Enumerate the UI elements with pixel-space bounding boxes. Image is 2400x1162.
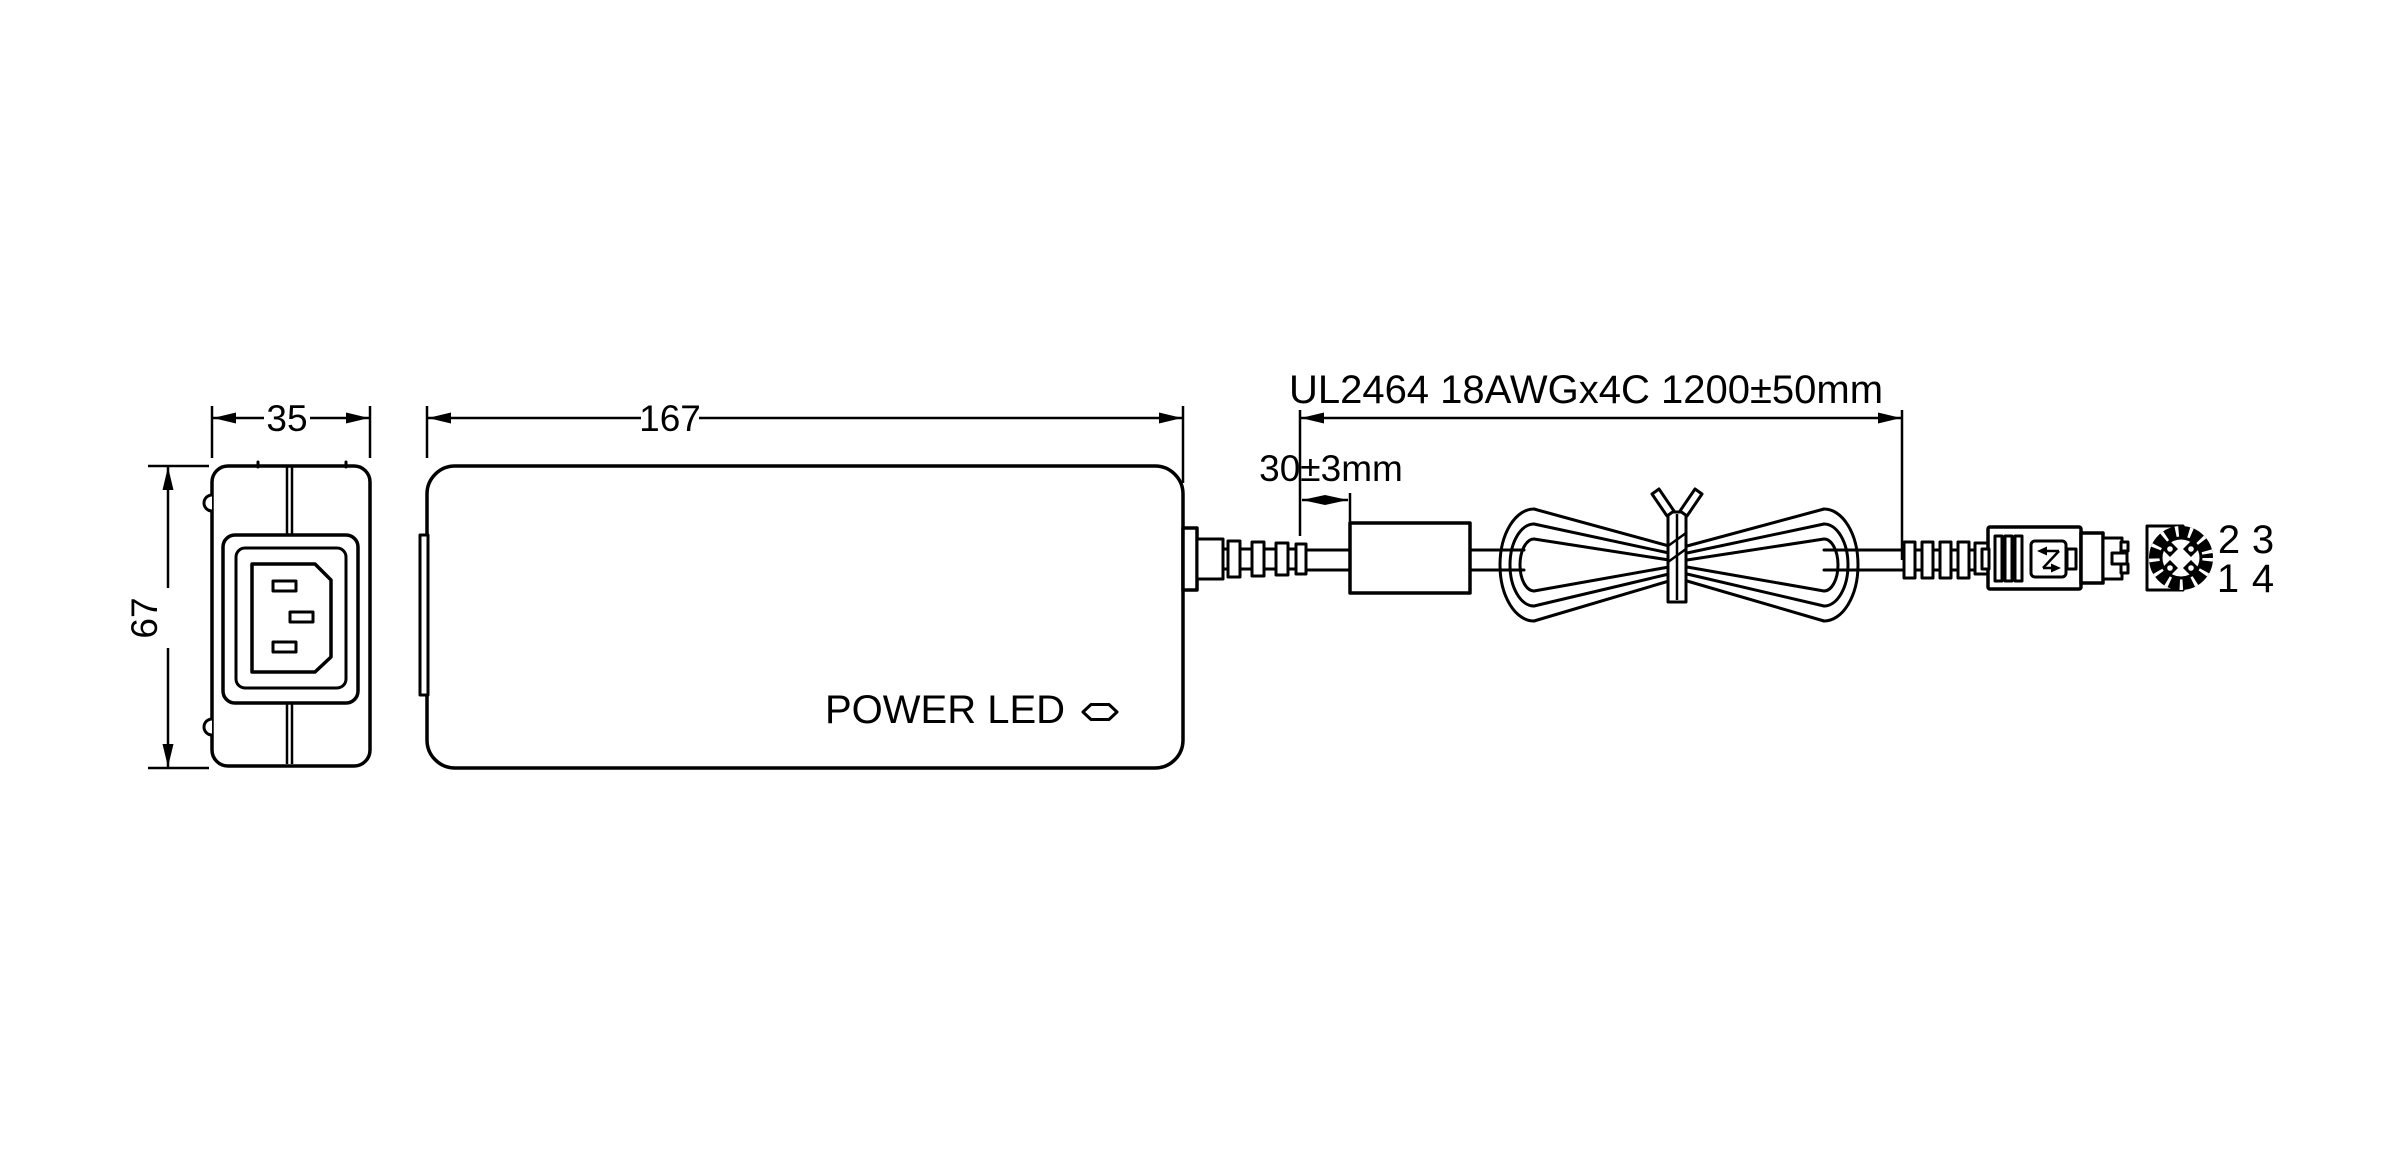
ferrite-bead [1348,521,1472,595]
dimension-ferrite-distance: 30±3mm [1259,448,1403,522]
strain-relief-rib [1294,542,1308,576]
dim-text-ferrite-distance: 30±3mm [1259,448,1403,489]
arrowhead-right [1325,495,1348,505]
connector-grip-bar [1993,534,2004,583]
din-connector-face: 2 3 1 4 [2145,518,2274,601]
connector-right-tab [2065,547,2078,571]
dim-text-end-width: 35 [266,398,307,439]
pin-number-1: 1 [2217,557,2239,601]
side-bump-bottom [202,717,214,737]
arrowhead-left [213,412,236,424]
strain-relief-rib [1274,541,1290,577]
pin-number-4: 4 [2252,557,2274,601]
arrowhead-down [162,744,174,767]
polarity-symbol-icon [2029,539,2068,579]
cable-spec-label: UL2464 18AWGx4C 1200±50mm [1289,368,1883,412]
power-led-label: POWER LED [825,688,1065,732]
face-pins [2162,541,2199,576]
side-view: POWER LED [418,464,1185,770]
dimension-end-width: 35 [210,398,372,458]
cable-coil [1498,487,1904,623]
dim-text-body-length: 167 [639,398,701,439]
strain-relief-rib [1250,540,1266,578]
arrowhead-left [1301,412,1324,424]
arrowhead-up [162,467,174,490]
pin-number-3: 3 [2252,518,2274,562]
power-led-indicator-icon [1081,703,1119,721]
connector-grip-bar [2013,534,2024,583]
connector-tip [2101,536,2130,581]
connector-left-tab [1980,547,1991,571]
adapter-body-outline [425,464,1185,770]
connector-strain-rib [1938,540,1953,580]
iec-c14-inlet-icon [221,533,360,705]
arrowhead-left [1302,495,1325,505]
cable-boss [1181,526,1199,592]
connector-strain-rib [1902,540,1917,580]
connector-strain-rib [1956,540,1971,580]
pin-number-2: 2 [2218,518,2240,562]
strain-relief-rib [1226,539,1242,579]
strain-relief-collar [1195,537,1225,581]
end-view [202,460,372,768]
inlet-pin-middle [288,610,315,624]
inlet-pin-bottom [271,640,298,654]
cable-exit [1181,521,1526,595]
arrowhead-right [1878,412,1901,424]
connector-grip-bar [2003,534,2014,583]
connector-barrel [2079,531,2105,585]
arrowhead-left [428,412,451,424]
inlet-pin-top [271,579,298,593]
arrowhead-right [1159,412,1182,424]
face-knurl-marks [2149,526,2213,590]
side-bump-top [202,493,214,513]
dimension-cable-length: UL2464 18AWGx4C 1200±50mm [1289,368,1904,560]
din-connector-side [1900,525,2130,591]
end-cap-seam [418,533,430,697]
connector-strain-rib [1920,540,1935,580]
dimension-end-height: 67 [124,464,209,770]
dimension-body-length: 167 [425,398,1185,483]
dim-text-end-height: 67 [124,597,165,638]
arrowhead-right [346,412,369,424]
cable-tie-icon [1650,487,1704,604]
